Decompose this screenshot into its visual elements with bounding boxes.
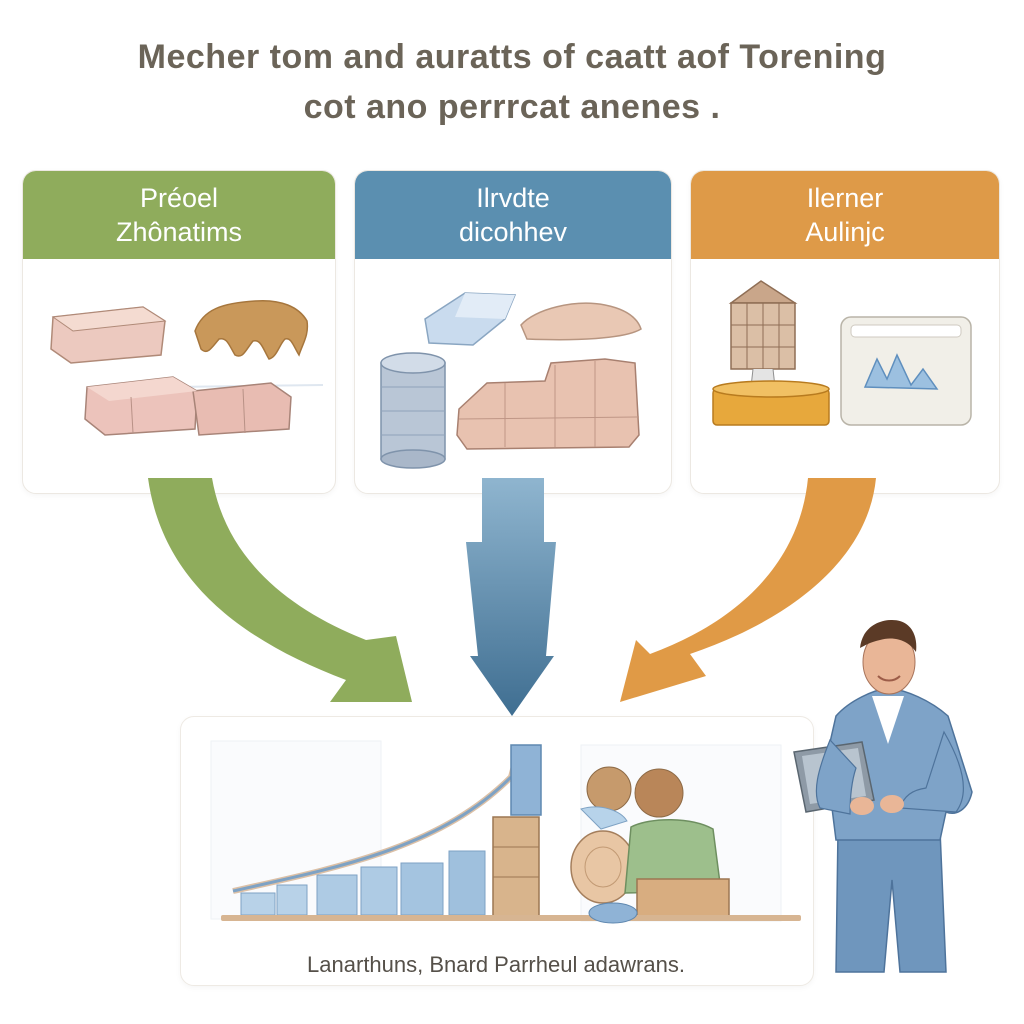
- crate-icon: [636, 878, 730, 920]
- blue-arrow-icon: [466, 478, 556, 716]
- stone-blocks-pile-icon: [84, 376, 292, 436]
- card-1-illustration: [23, 259, 335, 493]
- card-2-title-line-1: Ilrvdte: [476, 183, 550, 213]
- water-tower-icon: [712, 280, 830, 426]
- bar-graph-icon: [240, 850, 486, 916]
- person-icon: [793, 620, 973, 973]
- stone-cylinder-icon: [380, 352, 446, 469]
- category-card-3: Ilerner Aulinjc: [690, 170, 1000, 494]
- orange-arrow-icon: [620, 478, 876, 702]
- result-panel: [180, 716, 814, 986]
- stone-block-icon: [50, 306, 167, 364]
- diagram-title-line-2: cot ano perrrcat anenes .: [303, 88, 721, 126]
- people-figures-icon: [580, 766, 722, 894]
- card-1-title-line-1: Préoel: [139, 183, 219, 213]
- sandstone-slab-icon: [520, 302, 642, 341]
- clay-lump-icon: [194, 299, 309, 360]
- card-3-header: Ilerner Aulinjc: [691, 171, 999, 259]
- green-arrow-icon: [148, 478, 412, 702]
- card-1-header: Préoel Zhônatims: [23, 171, 335, 259]
- card-3-title-line-1: Ilerner: [806, 183, 884, 213]
- card-2-header: Ilrvdte dicohhev: [355, 171, 671, 259]
- diagram-title-line-1: Mecher tom and auratts of caatt aof Tore…: [137, 38, 887, 76]
- card-3-title-line-2: Aulinjc: [805, 217, 885, 247]
- wood-stack-icon: [492, 816, 540, 918]
- storage-tank-icon: [840, 316, 972, 426]
- card-2-illustration: [355, 259, 671, 493]
- category-card-1: Préoel Zhônatims: [22, 170, 336, 494]
- trend-line-icon: [232, 744, 542, 894]
- stone-wall-ruins-icon: [456, 358, 640, 450]
- card-2-title-line-2: dicohhev: [458, 217, 568, 247]
- result-illustration: [210, 740, 801, 924]
- category-card-2: Ilrvdte dicohhev: [354, 170, 672, 494]
- card-3-illustration: [691, 259, 999, 493]
- card-1-title-line-2: Zhônatims: [115, 217, 243, 247]
- ice-block-icon: [424, 292, 517, 346]
- result-caption: Lanarthuns, Bnard Parrheul adawrans.: [307, 952, 685, 977]
